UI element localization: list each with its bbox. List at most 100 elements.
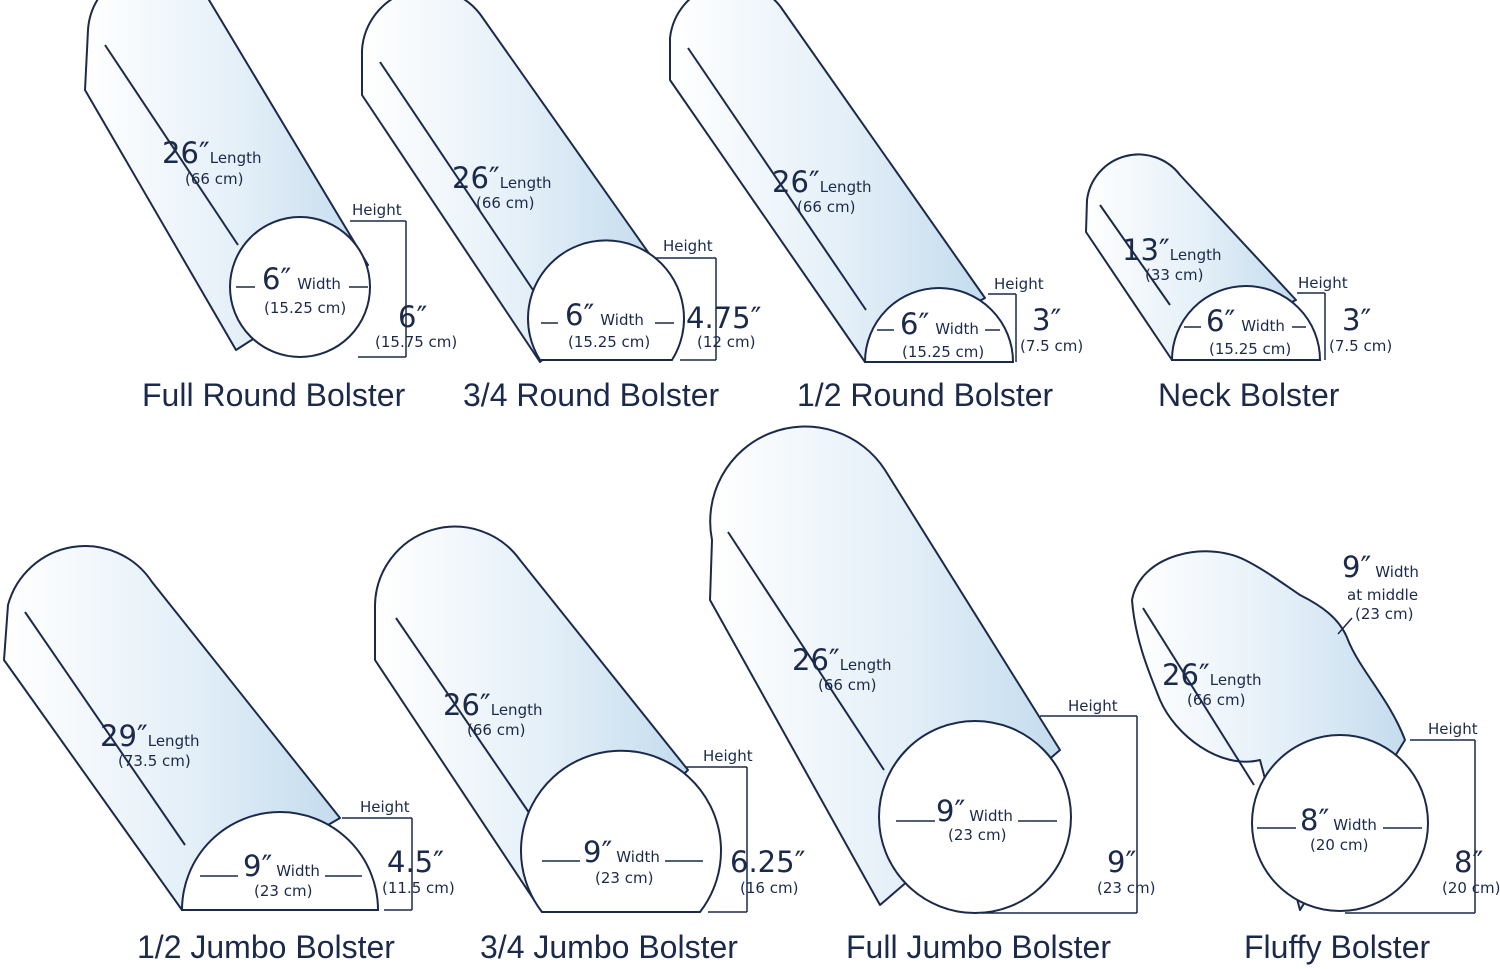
bolster-end-face	[863, 287, 1015, 363]
length-cm: (66 cm)	[476, 194, 534, 212]
svg-text:26″Length: 26″Length	[452, 161, 551, 195]
bolster-fluffy: 9″Width at middle (23 cm) 26″Length (66 …	[1131, 550, 1500, 965]
length-cm: (66 cm)	[818, 676, 876, 694]
bolster-title: Full Round Bolster	[142, 377, 406, 413]
width-label: Width	[1333, 816, 1377, 834]
width-label: Width	[1241, 317, 1285, 335]
height-cm: (23 cm)	[1097, 879, 1155, 897]
height-value: 6.25″	[730, 845, 806, 879]
bolster-title: Full Jumbo Bolster	[846, 929, 1111, 965]
width-cm: (23 cm)	[595, 869, 653, 887]
svg-text:13″Length: 13″Length	[1122, 233, 1221, 267]
height-label: Height	[703, 747, 753, 765]
bolster-title: 3/4 Jumbo Bolster	[480, 929, 738, 965]
width-cm: (23 cm)	[254, 882, 312, 900]
svg-text:9″Width: 9″Width	[243, 849, 320, 883]
bolster-seam	[727, 531, 885, 771]
height-value: 3″	[1342, 303, 1371, 337]
length-value: 26″	[792, 643, 840, 677]
bolster-neck: 13″Length (33 cm) 6″Width (15.25 cm) Hei…	[1085, 153, 1392, 413]
width-label: Width	[969, 807, 1013, 825]
bolster-seam	[1142, 607, 1255, 786]
bolster-end-face	[180, 811, 380, 911]
length-value: 13″	[1122, 233, 1170, 267]
bolster-three-quarter-jumbo: 26″Length (66 cm) 9″Width (23 cm) Height…	[374, 525, 806, 965]
width-value: 6″	[900, 307, 929, 341]
svg-text:26″Length: 26″Length	[772, 165, 871, 199]
height-value: 6″	[398, 300, 427, 334]
bolster-body	[669, 0, 986, 363]
length-label: Length	[1210, 671, 1262, 689]
width-value: 8″	[1300, 803, 1329, 837]
svg-text:6″Width: 6″ Width	[900, 307, 979, 341]
height-label: Height	[352, 201, 402, 219]
height-value: 3″	[1032, 303, 1061, 337]
length-label: Length	[210, 149, 262, 167]
bolster-full-round: 26″Length (66 cm) 6″ Width (15.25 cm) Hei…	[84, 0, 457, 413]
length-cm: (66 cm)	[797, 198, 855, 216]
length-value: 26″	[443, 688, 491, 722]
width-cm: (20 cm)	[1310, 836, 1368, 854]
bolster-title: Fluffy Bolster	[1244, 929, 1430, 965]
length-label: Length	[491, 701, 543, 719]
height-value: 4.5″	[387, 845, 444, 879]
height-cm: (7.5 cm)	[1329, 337, 1392, 355]
length-cm: (73.5 cm)	[118, 752, 191, 770]
width-label: Width	[600, 311, 644, 329]
length-label: Length	[148, 732, 200, 750]
bolster-seam	[395, 617, 535, 821]
width-value: 9″	[936, 794, 965, 828]
bolster-title: 1/2 Jumbo Bolster	[137, 929, 395, 965]
height-value: 8″	[1454, 845, 1483, 879]
svg-text:29″Length: 29″Length	[100, 719, 199, 753]
height-cm: (20 cm)	[1442, 879, 1500, 897]
svg-text:26″Length: 26″Length	[443, 688, 542, 722]
width-label: Width	[297, 275, 341, 293]
middle-width-label: Width	[1375, 563, 1419, 581]
bolster-seam	[104, 44, 239, 246]
svg-text:9″Width: 9″Width	[1342, 550, 1419, 584]
width-cm: (23 cm)	[948, 826, 1006, 844]
height-cm: (16 cm)	[740, 879, 798, 897]
svg-text:6″Width: 6″ Width	[1206, 304, 1285, 338]
height-cm: (11.5 cm)	[382, 879, 455, 897]
height-label: Height	[994, 275, 1044, 293]
height-label: Height	[360, 798, 410, 816]
bolster-end-face	[1251, 734, 1429, 912]
length-label: Length	[820, 178, 872, 196]
height-label: Height	[1298, 274, 1348, 292]
bolster-end-face	[229, 216, 371, 358]
width-value: 6″	[565, 298, 594, 332]
bolster-seam	[1099, 204, 1171, 306]
bolster-seam	[687, 47, 867, 311]
height-cm: (12 cm)	[697, 333, 755, 351]
svg-text:8″Width: 8″Width	[1300, 803, 1377, 837]
bolster-three-quarter-round: 26″Length (66 cm) 6″ Width (15.25 cm) Hei…	[361, 0, 762, 413]
bolster-end-face	[878, 720, 1072, 914]
width-label: Width	[935, 320, 979, 338]
bolster-end-face	[527, 239, 685, 361]
bolster-half-round: 26″Length (66 cm) 6″Width (15.25 cm) Hei…	[669, 0, 1083, 413]
width-cm: (15.25 cm)	[264, 299, 346, 317]
length-label: Length	[1170, 246, 1222, 264]
width-value: 6″	[1206, 304, 1235, 338]
length-cm: (33 cm)	[1145, 266, 1203, 284]
svg-text:9″Width: 9″Width	[583, 835, 660, 869]
width-cm: (15.25 cm)	[568, 333, 650, 351]
height-label: Height	[663, 237, 713, 255]
svg-text:26″Length: 26″Length	[1162, 658, 1261, 692]
length-label: Length	[500, 174, 552, 192]
length-cm: (66 cm)	[185, 170, 243, 188]
bolster-end-face	[520, 749, 722, 913]
middle-width-cm: (23 cm)	[1355, 605, 1413, 623]
bolster-full-jumbo: 26″Length (66 cm) 9″Width (23 cm) Height…	[709, 425, 1155, 965]
height-label: Height	[1068, 697, 1118, 715]
length-cm: (66 cm)	[1187, 691, 1245, 709]
length-label: Length	[840, 656, 892, 674]
svg-text:26″Length: 26″Length	[792, 643, 891, 677]
bolster-end-face	[1170, 285, 1322, 361]
svg-text:26″Length: 26″Length	[162, 136, 261, 170]
bolster-title: 3/4 Round Bolster	[463, 377, 720, 413]
middle-label: at middle	[1347, 586, 1418, 604]
